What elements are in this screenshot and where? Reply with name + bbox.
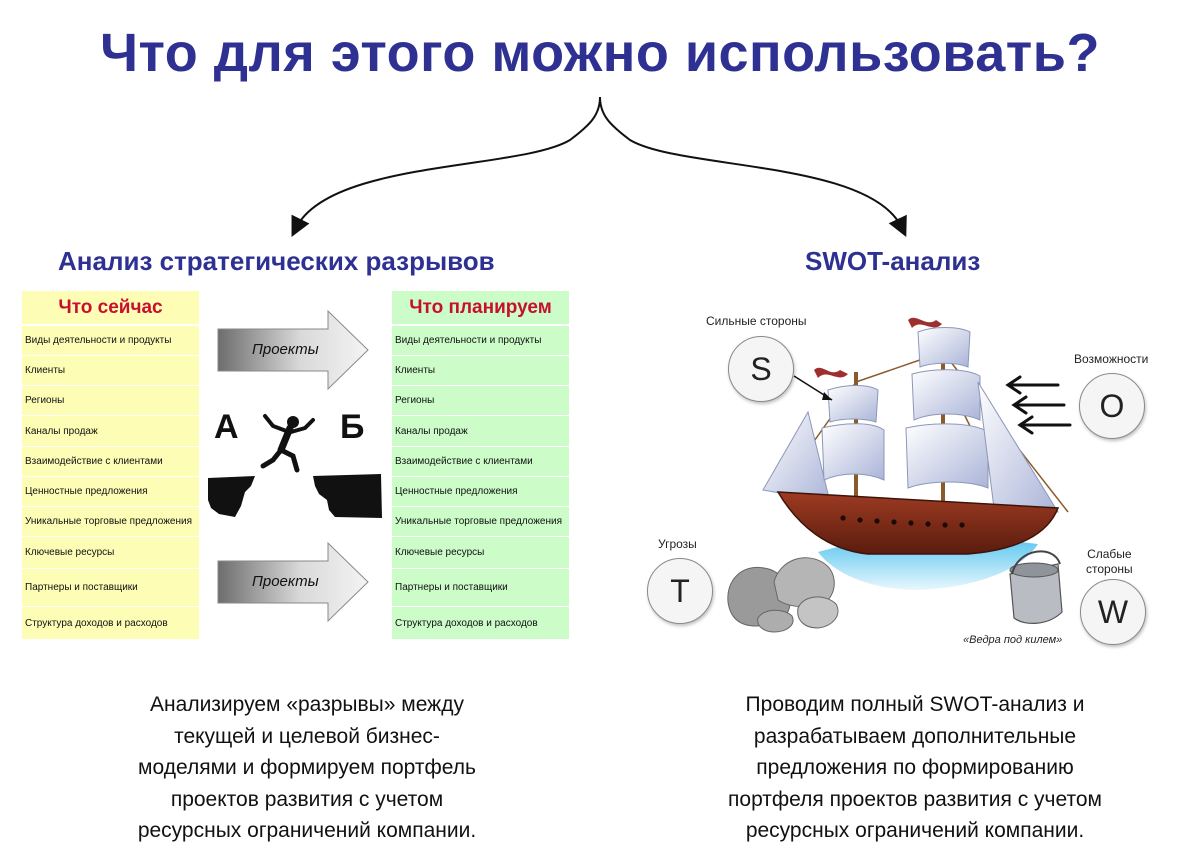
brace-arrow-right — [599, 96, 907, 238]
ship-illustration — [727, 317, 1069, 633]
cliff-left-icon — [208, 476, 255, 517]
threats-circle: T — [647, 558, 713, 624]
sail-icon — [762, 410, 831, 503]
jumper-icon — [260, 414, 315, 473]
flag-icon — [814, 367, 848, 378]
weaknesses-circle: W — [1080, 579, 1146, 645]
projects-arrow-bottom — [217, 541, 369, 623]
table-row: Уникальные торговые предложения — [22, 507, 199, 537]
table-row: Клиенты — [392, 356, 569, 386]
letter-a: А — [214, 408, 239, 446]
rocks-icon — [727, 557, 839, 633]
table-row: Ценностные предложения — [392, 477, 569, 507]
table-row: Уникальные торговые предложения — [392, 507, 569, 537]
table-row: Структура доходов и расходов — [22, 607, 199, 640]
table-row: Виды деятельности и продукты — [392, 326, 569, 356]
threats-label: Угрозы — [658, 537, 697, 551]
projects-arrow-top — [217, 309, 369, 391]
table-planned-state: Что планируем Виды деятельности и продук… — [392, 291, 569, 640]
table-row: Регионы — [22, 386, 199, 416]
bucket-icon — [1009, 550, 1063, 624]
weaknesses-label: Слабые стороны — [1086, 547, 1133, 576]
cliff-right-icon — [313, 474, 382, 518]
table-row: Партнеры и поставщики — [22, 569, 199, 607]
table-current-state: Что сейчас Виды деятельности и продукты … — [22, 291, 199, 640]
table-row: Структура доходов и расходов — [392, 607, 569, 640]
table-row: Виды деятельности и продукты — [22, 326, 199, 356]
table-row: Партнеры и поставщики — [392, 569, 569, 607]
table-row: Ключевые ресурсы — [22, 537, 199, 569]
table-row: Взаимодействие с клиентами — [392, 447, 569, 477]
strengths-label: Сильные стороны — [706, 314, 807, 328]
letter-b: Б — [340, 408, 365, 446]
brace-arrow-left — [291, 96, 601, 237]
gap-jump-illustration — [208, 414, 382, 518]
table-row: Взаимодействие с клиентами — [22, 447, 199, 477]
table-current-header: Что сейчас — [22, 291, 199, 326]
projects-arrow-bottom-label: Проекты — [252, 573, 319, 590]
main-title: Что для этого можно использовать? — [100, 23, 1100, 83]
hull-icon — [776, 491, 1060, 555]
bucket-caption: «Ведра под килем» — [963, 634, 1063, 646]
swot-description: Проводим полный SWOT-анализ и разрабатыв… — [728, 693, 1102, 842]
projects-arrow-top-label: Проекты — [252, 341, 319, 358]
opportunities-circle: O — [1079, 373, 1145, 439]
table-row: Каналы продаж — [392, 416, 569, 447]
opportunity-arrows — [1005, 375, 1072, 435]
opportunities-label: Возможности — [1074, 352, 1149, 366]
table-row: Ценностные предложения — [22, 477, 199, 507]
projects-arrows — [217, 309, 369, 623]
brace-arrows — [291, 96, 907, 238]
table-row: Ключевые ресурсы — [392, 537, 569, 569]
table-planned-header: Что планируем — [392, 291, 569, 326]
strengths-circle: S — [728, 336, 794, 402]
table-row: Клиенты — [22, 356, 199, 386]
table-row: Регионы — [392, 386, 569, 416]
gap-analysis-description: Анализируем «разрывы» между текущей и це… — [137, 693, 477, 842]
table-row: Каналы продаж — [22, 416, 199, 447]
section-title-swot: SWOT-анализ — [805, 246, 981, 276]
section-title-gap-analysis: Анализ стратегических разрывов — [58, 246, 495, 276]
